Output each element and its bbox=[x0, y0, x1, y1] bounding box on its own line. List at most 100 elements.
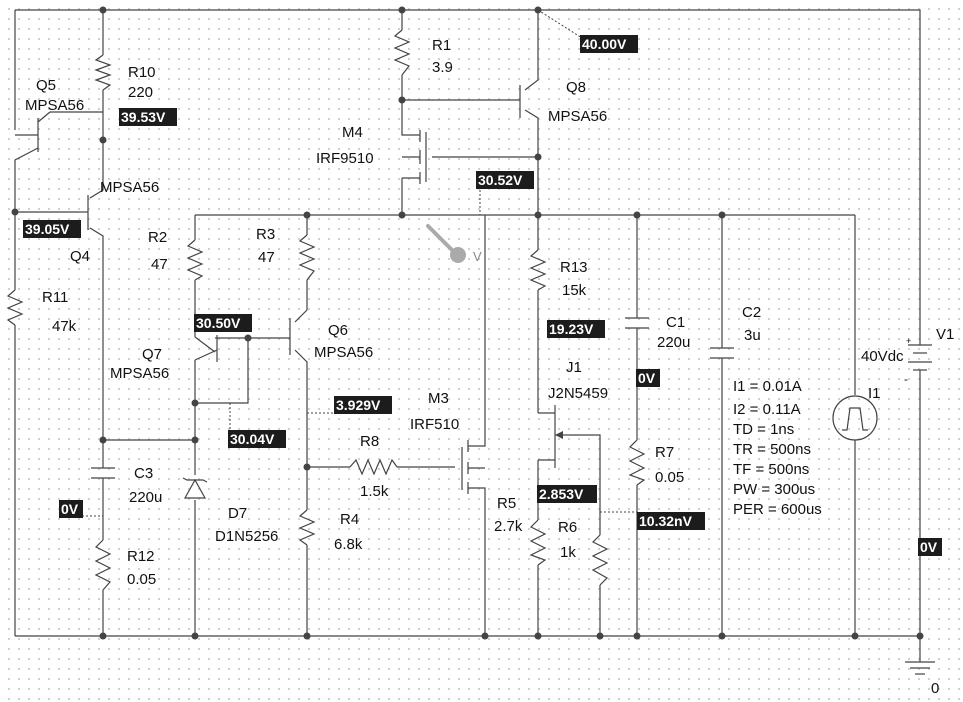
c3-value: 220u bbox=[129, 489, 162, 506]
c3-symbol[interactable] bbox=[91, 467, 115, 479]
i1-ref: I1 bbox=[868, 385, 881, 402]
c2-symbol[interactable] bbox=[710, 347, 734, 359]
marker-m4-drain[interactable]: 30.52V bbox=[476, 171, 534, 189]
v1-plus: + bbox=[906, 336, 911, 346]
r1-symbol[interactable] bbox=[393, 29, 411, 76]
i1-param-6: PW = 300us bbox=[733, 481, 815, 498]
q5-value: MPSA56 bbox=[25, 97, 84, 114]
marker-j1-drain[interactable]: 19.23V bbox=[547, 320, 605, 338]
m3-value: IRF510 bbox=[410, 416, 459, 433]
i1-param-3: TD = 1ns bbox=[733, 421, 794, 438]
r5-value: 2.7k bbox=[494, 518, 523, 535]
marker-m3-gate[interactable]: 3.929V bbox=[334, 396, 392, 414]
q7-ref: Q7 bbox=[142, 346, 162, 363]
m4-ref: M4 bbox=[342, 124, 363, 141]
transistor-symbols bbox=[15, 85, 570, 499]
svg-text:0V: 0V bbox=[638, 370, 656, 386]
r2-ref: R2 bbox=[148, 229, 167, 246]
r3-value: 47 bbox=[258, 249, 275, 266]
r6-symbol[interactable] bbox=[591, 534, 609, 586]
svg-text:10.32nV: 10.32nV bbox=[639, 513, 693, 529]
d7-value: D1N5256 bbox=[215, 528, 278, 545]
c3-ref: C3 bbox=[134, 465, 153, 482]
svg-text:39.05V: 39.05V bbox=[25, 221, 70, 237]
svg-text:30.04V: 30.04V bbox=[230, 431, 275, 447]
r2-symbol[interactable] bbox=[186, 239, 204, 281]
r5-symbol[interactable] bbox=[529, 519, 547, 566]
v1-value: 40Vdc bbox=[861, 348, 904, 365]
c1-symbol[interactable] bbox=[625, 317, 649, 329]
svg-text:30.50V: 30.50V bbox=[196, 315, 241, 331]
marker-c3-bottom[interactable]: 0V bbox=[59, 500, 83, 518]
q7-value: MPSA56 bbox=[110, 365, 169, 382]
r12-symbol[interactable] bbox=[94, 539, 112, 591]
r6-value: 1k bbox=[560, 544, 576, 561]
v1-symbol[interactable] bbox=[908, 344, 932, 380]
c2-value: 3u bbox=[744, 327, 761, 344]
r1-value: 3.9 bbox=[432, 59, 453, 76]
q6-ref: Q6 bbox=[328, 322, 348, 339]
r12-value: 0.05 bbox=[127, 571, 156, 588]
marker-r7-node[interactable]: 10.32nV bbox=[637, 512, 705, 530]
component-labels: R10 220 Q5 MPSA56 MPSA56 Q4 R11 47k R1 3… bbox=[25, 37, 954, 697]
i1-symbol[interactable] bbox=[832, 395, 878, 441]
r4-symbol[interactable] bbox=[298, 509, 316, 546]
q4-ref: Q4 bbox=[70, 248, 90, 265]
q4-symbol[interactable] bbox=[80, 195, 89, 230]
voltage-markers: 40.00V 39.53V 39.05V 30.52V 30.50V 30.04… bbox=[23, 35, 942, 556]
c2-ref: C2 bbox=[742, 304, 761, 321]
m3-ref: M3 bbox=[428, 390, 449, 407]
r8-symbol[interactable] bbox=[349, 458, 398, 476]
d7-symbol[interactable] bbox=[182, 477, 208, 499]
r12-ref: R12 bbox=[127, 548, 155, 565]
v1-minus: - bbox=[904, 372, 908, 386]
i1-param-5: TF = 500ns bbox=[733, 461, 809, 478]
q6-value: MPSA56 bbox=[314, 344, 373, 361]
marker-q7-emitter[interactable]: 30.50V bbox=[194, 314, 252, 332]
q8-ref: Q8 bbox=[566, 79, 586, 96]
j1-ref: J1 bbox=[566, 359, 582, 376]
r13-value: 15k bbox=[562, 282, 587, 299]
probe-label: V bbox=[473, 249, 482, 264]
c1-value: 220u bbox=[657, 334, 690, 351]
r11-symbol[interactable] bbox=[6, 289, 24, 326]
marker-top-rail[interactable]: 40.00V bbox=[580, 35, 638, 53]
r3-symbol[interactable] bbox=[298, 234, 316, 281]
j1-symbol[interactable] bbox=[554, 405, 570, 468]
svg-text:30.52V: 30.52V bbox=[478, 172, 523, 188]
c1-ref: C1 bbox=[666, 314, 685, 331]
svg-text:40.00V: 40.00V bbox=[582, 36, 627, 52]
marker-q4-base[interactable]: 39.05V bbox=[23, 220, 81, 238]
q5-ref: Q5 bbox=[36, 77, 56, 94]
svg-text:39.53V: 39.53V bbox=[121, 109, 166, 125]
q4-value: MPSA56 bbox=[100, 179, 159, 196]
m4-value: IRF9510 bbox=[316, 150, 374, 167]
r7-symbol[interactable] bbox=[628, 439, 646, 486]
svg-text:0V: 0V bbox=[920, 539, 938, 555]
r7-ref: R7 bbox=[655, 444, 674, 461]
r10-symbol[interactable] bbox=[94, 54, 112, 91]
q7-symbol[interactable] bbox=[194, 335, 218, 362]
i1-param-1: I1 = 0.01A bbox=[733, 378, 802, 395]
r13-ref: R13 bbox=[560, 259, 588, 276]
svg-text:0V: 0V bbox=[61, 501, 79, 517]
q5-symbol[interactable] bbox=[15, 118, 39, 152]
r13-symbol[interactable] bbox=[529, 249, 547, 291]
marker-q7-collector[interactable]: 30.04V bbox=[228, 430, 286, 448]
marker-v1-minus[interactable]: 0V bbox=[918, 538, 942, 556]
i1-param-2: I2 = 0.11A bbox=[733, 401, 801, 418]
marker-j1-source[interactable]: 2.853V bbox=[537, 485, 597, 503]
r10-ref: R10 bbox=[128, 64, 156, 81]
r5-ref: R5 bbox=[497, 495, 516, 512]
r11-value: 47k bbox=[52, 318, 77, 335]
probe-marker[interactable] bbox=[426, 224, 466, 263]
q8-value: MPSA56 bbox=[548, 108, 607, 125]
i1-param-4: TR = 500ns bbox=[733, 441, 811, 458]
ground-label: 0 bbox=[931, 680, 939, 697]
marker-q5-emitter[interactable]: 39.53V bbox=[119, 108, 177, 126]
r2-value: 47 bbox=[151, 256, 168, 273]
marker-c1-bottom[interactable]: 0V bbox=[636, 369, 660, 387]
svg-text:19.23V: 19.23V bbox=[549, 321, 594, 337]
